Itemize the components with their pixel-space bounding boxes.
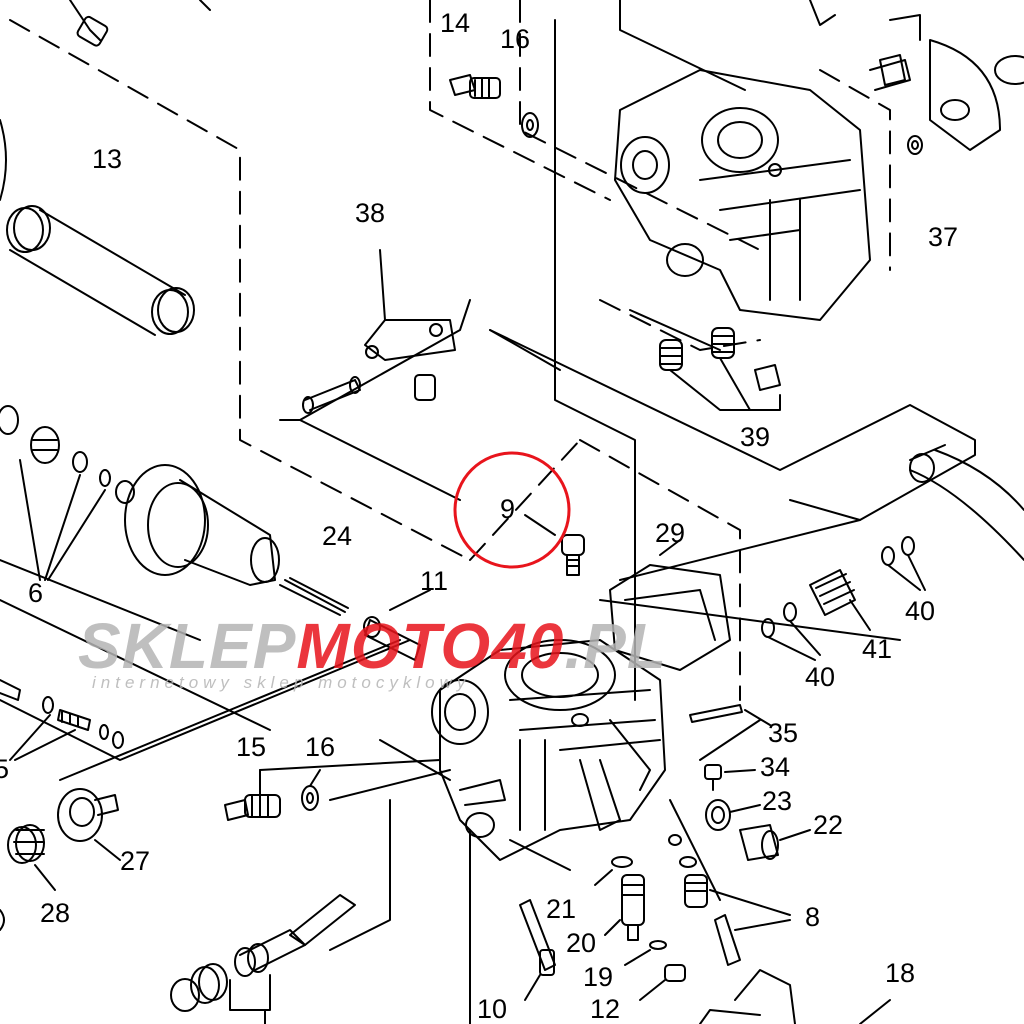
part-16-washer-lower bbox=[301, 769, 321, 811]
label-10: 10 bbox=[477, 994, 507, 1024]
label-11: 11 bbox=[420, 566, 448, 596]
part-41-pipe bbox=[809, 569, 871, 631]
part-35-pin bbox=[689, 704, 771, 726]
part-22-plug bbox=[739, 824, 811, 861]
part-39-springs bbox=[659, 327, 781, 411]
label-22: 22 bbox=[813, 810, 843, 840]
watermark-brand-red: MOTO40 bbox=[296, 610, 564, 682]
part-13-spring bbox=[0, 119, 195, 336]
reference-lines bbox=[0, 19, 976, 1024]
part-24-piston bbox=[124, 464, 349, 616]
label-18: 18 bbox=[885, 958, 915, 988]
watermark-brand-tld: .PL bbox=[564, 610, 667, 682]
part-12-screw bbox=[639, 964, 686, 1001]
part-40-orings-lower bbox=[761, 602, 821, 661]
label-12: 12 bbox=[590, 994, 620, 1024]
label-39: 39 bbox=[740, 422, 770, 452]
label-20: 20 bbox=[566, 928, 596, 958]
part-14-screw bbox=[449, 74, 501, 99]
label-15: 15 bbox=[236, 732, 266, 762]
label-16-upper: 16 bbox=[500, 24, 530, 54]
part-5-left bbox=[0, 679, 124, 761]
label-6: 6 bbox=[28, 578, 43, 608]
carburetor-lower bbox=[431, 639, 666, 861]
label-38: 38 bbox=[355, 198, 385, 228]
label-29: 29 bbox=[655, 518, 685, 548]
part-9-screw bbox=[524, 514, 585, 576]
part-11-jet bbox=[363, 589, 431, 661]
label-14: 14 bbox=[440, 8, 470, 38]
label-13: 13 bbox=[92, 144, 122, 174]
part-8-jets bbox=[668, 834, 791, 966]
label-40-upper: 40 bbox=[905, 596, 935, 626]
label-8: 8 bbox=[805, 902, 820, 932]
part-number-labels: 14 16 13 38 37 39 9 29 24 6 11 40 40 41 … bbox=[0, 8, 958, 1024]
part-34-screw bbox=[704, 764, 756, 791]
parts-bottom-left bbox=[0, 0, 356, 1024]
label-41: 41 bbox=[862, 634, 892, 664]
part-38-bracket bbox=[302, 249, 456, 414]
label-19: 19 bbox=[583, 962, 613, 992]
carburetor-upper bbox=[614, 0, 1024, 321]
watermark-brand: SKLEPMOTO40.PL bbox=[78, 610, 667, 682]
label-34: 34 bbox=[760, 752, 790, 782]
part-19-oring bbox=[624, 940, 667, 966]
watermark-tagline: internetowy sklep motocyklowy bbox=[92, 673, 470, 692]
label-5: 5 bbox=[0, 754, 9, 784]
label-28: 28 bbox=[40, 898, 70, 928]
part-23-washer bbox=[705, 799, 761, 831]
part-15-screw bbox=[224, 769, 281, 821]
label-21: 21 bbox=[546, 894, 576, 924]
part-28-spring bbox=[7, 824, 56, 891]
part-40-orings-upper bbox=[881, 536, 926, 591]
part-27-flange bbox=[57, 788, 121, 861]
part-10-needle bbox=[519, 899, 556, 1001]
label-35: 35 bbox=[768, 718, 798, 748]
label-37: 37 bbox=[928, 222, 958, 252]
highlight-circle-part-9 bbox=[453, 451, 571, 569]
part-6-small-parts bbox=[0, 405, 135, 581]
label-27: 27 bbox=[120, 846, 150, 876]
label-16-lower: 16 bbox=[305, 732, 335, 762]
part-21-oring bbox=[594, 856, 633, 886]
part-16-washer-upper bbox=[521, 112, 539, 138]
watermark-brand-gray: SKLEP bbox=[78, 610, 296, 682]
hose-right bbox=[909, 444, 1024, 561]
label-24: 24 bbox=[322, 521, 352, 551]
label-9: 9 bbox=[500, 494, 515, 524]
label-23: 23 bbox=[762, 786, 792, 816]
part-20-jet-holder bbox=[604, 874, 645, 941]
label-40-lower: 40 bbox=[805, 662, 835, 692]
part-18-bottom bbox=[699, 969, 891, 1024]
watermark: SKLEPMOTO40.PL internetowy sklep motocyk… bbox=[78, 610, 667, 692]
assembly-boundary-lines bbox=[9, 0, 891, 701]
